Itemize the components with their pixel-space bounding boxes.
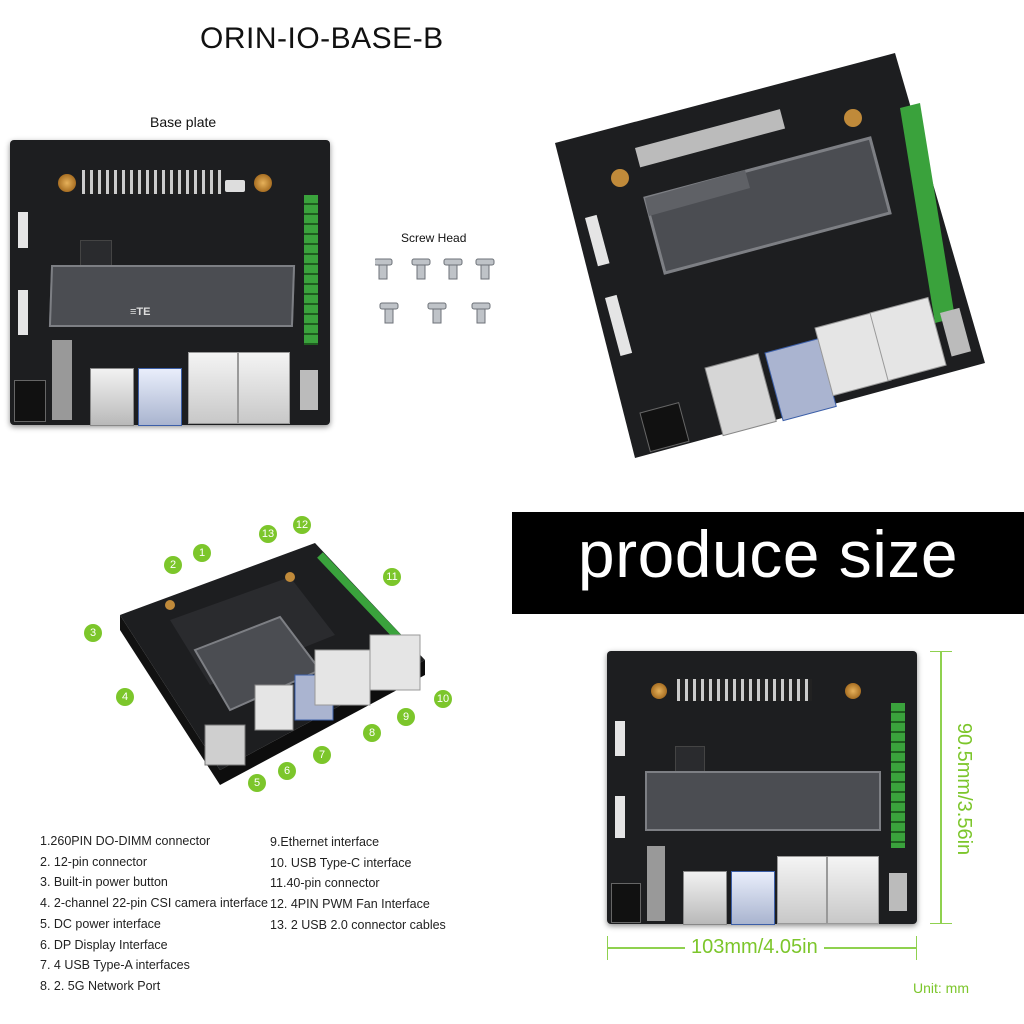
- callout-3: 3: [84, 624, 102, 642]
- unit-label: Unit: mm: [913, 980, 969, 996]
- legend-right: 9.Ethernet interface 10. USB Type-C inte…: [270, 832, 446, 936]
- callout-11: 11: [383, 568, 401, 586]
- callout-7: 7: [313, 746, 331, 764]
- board-photo-annotated: [80, 515, 460, 795]
- callout-10: 10: [434, 690, 452, 708]
- legend-item: 11.40-pin connector: [270, 876, 380, 891]
- callout-12: 12: [293, 516, 311, 534]
- callout-9: 9: [397, 708, 415, 726]
- width-dimension-label: 103mm/4.05in: [685, 936, 824, 959]
- base-plate-caption: Base plate: [150, 114, 217, 130]
- legend-item: 5. DC power interface: [40, 916, 161, 931]
- callout-2: 2: [164, 556, 182, 574]
- callout-4: 4: [116, 688, 134, 706]
- width-dimension-tick-right: [916, 936, 917, 960]
- legend-item: 12. 4PIN PWM Fan Interface: [270, 897, 430, 912]
- legend-item: 13. 2 USB 2.0 connector cables: [270, 917, 446, 932]
- legend-item: 6. DP Display Interface: [40, 937, 168, 952]
- callout-6: 6: [278, 762, 296, 780]
- legend-item: 8. 2. 5G Network Port: [40, 978, 161, 993]
- legend-item: 3. Built-in power button: [40, 875, 168, 890]
- callout-8: 8: [363, 724, 381, 742]
- height-dimension-label: 90.5mm/3.56in: [951, 719, 975, 859]
- page-title: ORIN-IO-BASE-B: [200, 22, 444, 55]
- legend-item: 1.260PIN DO-DIMM connector: [40, 834, 211, 848]
- legend-item: 2. 12-pin connector: [40, 854, 148, 869]
- callout-13: 13: [259, 525, 277, 543]
- legend-item: 10. USB Type-C interface: [270, 855, 412, 870]
- board-photo-dimensions: [607, 651, 917, 925]
- banner-text: produce size: [577, 517, 959, 591]
- screws-image: [373, 255, 505, 330]
- legend-item: 7. 4 USB Type-A interfaces: [40, 958, 190, 973]
- legend-item: 4. 2-channel 22-pin CSI camera interface: [40, 896, 268, 911]
- height-dimension-line: [940, 651, 942, 924]
- height-dimension-tick-bottom: [930, 923, 952, 924]
- te-logo: ≡TE: [130, 306, 151, 318]
- height-dimension-tick-top: [930, 651, 952, 652]
- callout-1: 1: [193, 544, 211, 562]
- width-dimension-tick-left: [607, 936, 608, 960]
- produce-size-banner: produce size: [512, 512, 1024, 614]
- legend-left: 1.260PIN DO-DIMM connector 2. 12-pin con…: [40, 831, 268, 997]
- legend-item: 9.Ethernet interface: [270, 835, 380, 849]
- screw-head-caption: Screw Head: [401, 231, 467, 245]
- callout-5: 5: [248, 774, 266, 792]
- board-photo-top-view: ≡TE: [10, 140, 330, 426]
- board-photo-angled: [545, 48, 995, 468]
